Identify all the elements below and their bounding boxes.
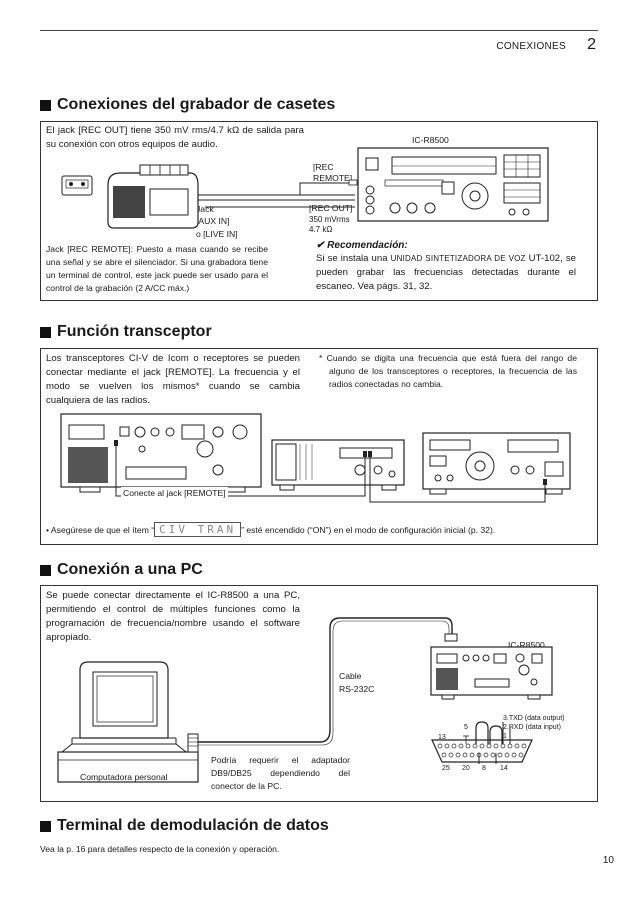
cassette-recorder-illustration (107, 164, 199, 229)
receiver-rear-panel-illustration (60, 413, 262, 493)
pc-model-label: IC-R8500 (508, 640, 545, 650)
pc-receiver-rear-illustration (430, 646, 553, 700)
header-rule (40, 30, 598, 31)
pc-panel (40, 585, 598, 802)
pin-8-label: 8 (482, 765, 486, 772)
rec-remote-label: [REC REMOTE] (313, 162, 353, 183)
transceiver-panel (40, 348, 598, 545)
demod-text: Vea la p. 16 para detalles respecto de l… (40, 844, 280, 854)
pin-txd-label: 3.TXD (data output) (503, 715, 565, 722)
pin-20-label: 20 (462, 765, 470, 772)
civ-tran-lcd-text: CIV TRAN (154, 522, 242, 537)
recommendation-text: Si se instala una unidad sintetizadora d… (316, 253, 576, 292)
recommendation-block: ✔ Recomendación: Si se instala una unida… (316, 239, 576, 294)
section-bullet-icon (40, 99, 51, 111)
rs232c-cable (187, 617, 458, 753)
computer-label: Computadora personal (80, 772, 168, 782)
pin-25-label: 25 (442, 765, 450, 772)
recommendation-title: ✔ Recomendación: (316, 240, 408, 251)
pin-5-label: 5 (464, 724, 468, 731)
second-receiver-illustration (422, 432, 571, 495)
section-bullet-icon (40, 820, 51, 832)
rec-out-label: [REC OUT] (309, 203, 353, 213)
aux-in-label: Jack [AUX IN] o [LIVE IN] (196, 204, 238, 239)
pin-14-label: 14 (500, 765, 508, 772)
transceiver-intro: Los transceptores CI-V de Icom o recepto… (46, 353, 300, 406)
transceiver-footnote: * Cuando se digita una frecuencia que es… (319, 353, 577, 389)
db25-connector-illustration (431, 721, 533, 764)
recorder-remote-note: Jack [REC REMOTE]: Puesto a masa cuando … (46, 244, 268, 293)
section-bullet-icon (40, 564, 51, 576)
checkmark-icon: ✔ (316, 240, 325, 251)
recorder-panel (40, 121, 598, 301)
recorder-model-label: IC-R8500 (412, 135, 449, 145)
section-bullet-icon (40, 326, 51, 338)
remote-cables (114, 440, 547, 503)
section-title-demod: Terminal de demodulación de datos (40, 817, 329, 835)
recorder-cables (198, 179, 358, 208)
section-title-pc: Conexión a una PC (40, 561, 203, 579)
civ-tran-note: • Asegúrese de que el ítem “CIV TRAN” es… (46, 522, 496, 537)
pin-rxd-label: 2.RXD (data input) (503, 724, 561, 731)
header-section-name: CONEXIONES (496, 41, 566, 52)
page-number: 10 (602, 855, 614, 866)
cassette-tape-illustration (61, 175, 93, 196)
section-title-recorder: Conexiones del grabador de casetes (40, 96, 335, 114)
ic-r8500-receiver-illustration (357, 147, 549, 222)
rec-out-spec: 350 mVrms 4.7 kΩ (309, 215, 350, 234)
pin-13-label: 13 (438, 734, 446, 741)
header-chapter-number: 2 (587, 36, 596, 53)
pc-intro: Se puede conectar directamente el IC-R85… (46, 590, 300, 643)
pin-1-label: 1 (503, 733, 507, 740)
cable-label: Cable RS-232C (339, 671, 375, 694)
db25-pin-labels: 3.TXD (data output) 2.RXD (data input) 1 (503, 714, 564, 741)
adapter-note: Podría requerir el adaptador DB9/DB25 de… (211, 755, 350, 791)
connect-remote-label: Conecte al jack [REMOTE] (121, 487, 228, 500)
section-title-transceiver: Función transceptor (40, 323, 212, 341)
personal-computer-illustration (57, 661, 199, 783)
recorder-intro: El jack [REC OUT] tiene 350 mV rms/4.7 k… (46, 125, 304, 150)
